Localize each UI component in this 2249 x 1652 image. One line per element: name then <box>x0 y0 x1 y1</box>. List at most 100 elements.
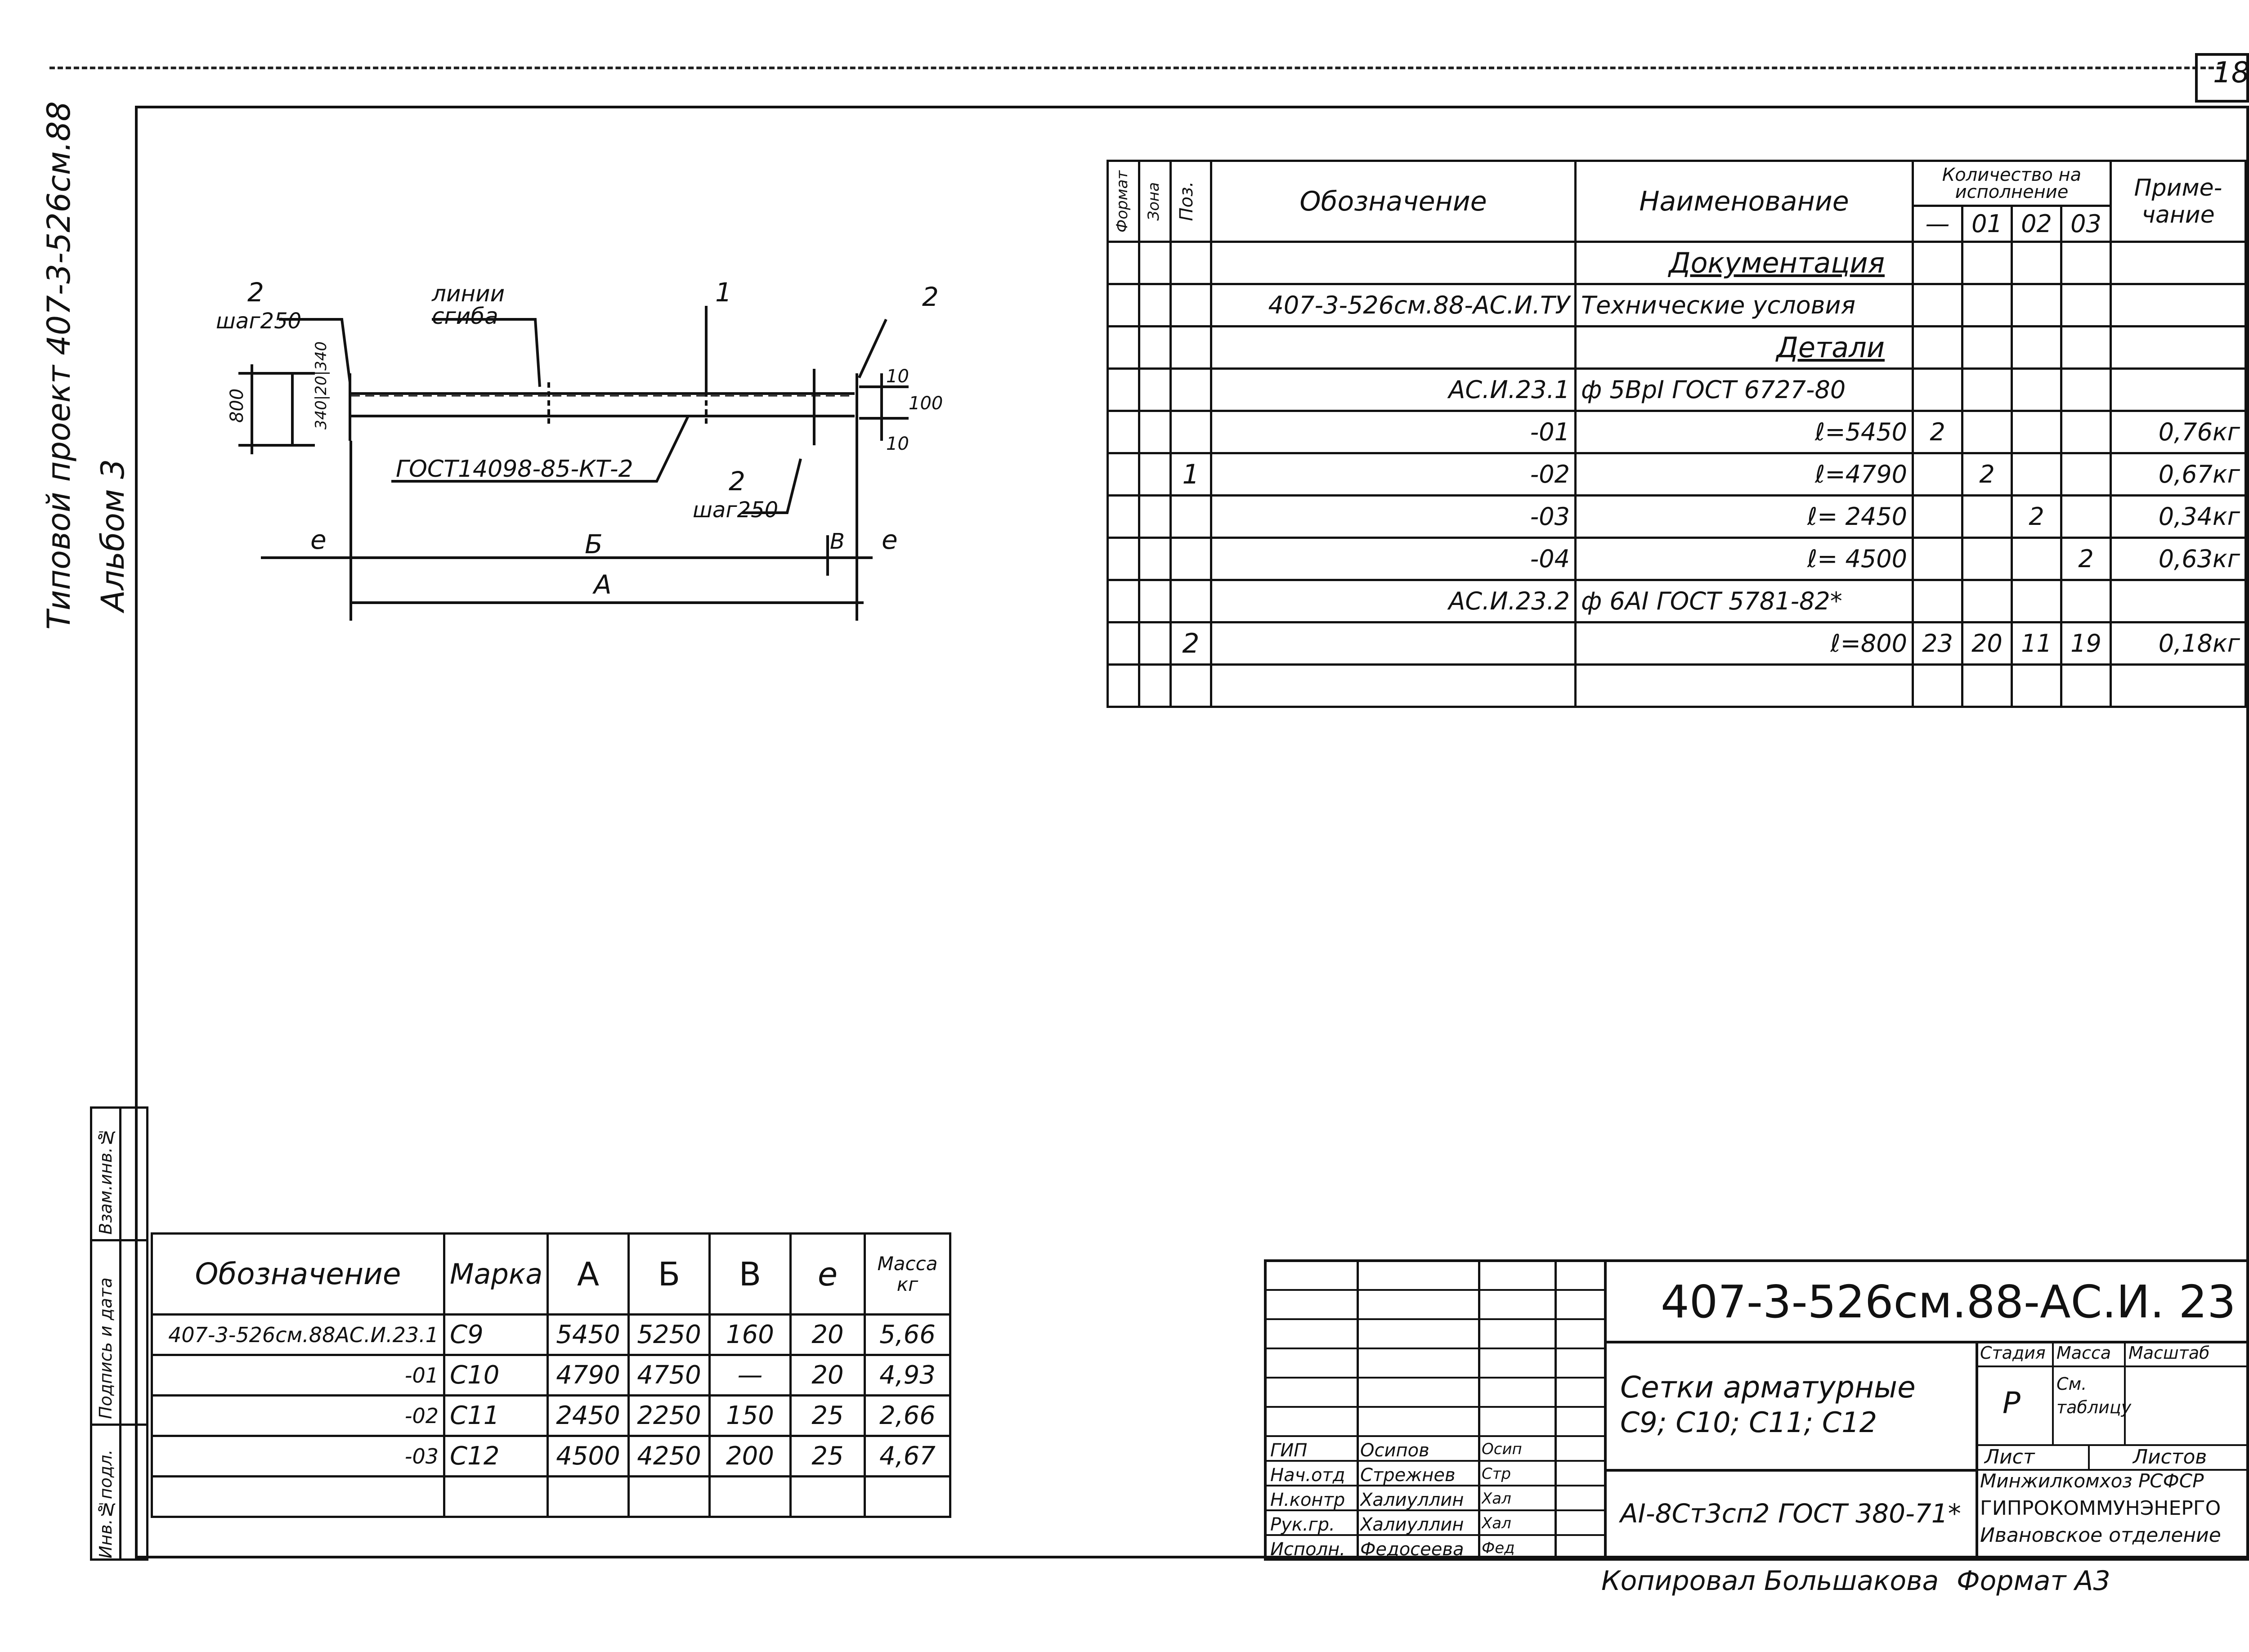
signature-role: ГИП <box>1270 1440 1308 1461</box>
signature-name: Осипов <box>1360 1440 1429 1461</box>
marks-cell: 4790 <box>547 1354 630 1397</box>
spec-cell-pos <box>1169 410 1212 454</box>
header-zone: Зона <box>1138 160 1172 243</box>
spec-cell-name: ф 6АI ГОСТ 5781-82* <box>1574 579 1914 623</box>
marks-cell: 407-3-526см.88АС.И.23.1 <box>151 1313 445 1356</box>
spec-cell-pos: 1 <box>1169 452 1212 497</box>
spec-cell-qty-3 <box>2060 579 2112 623</box>
spec-cell-designation <box>1210 325 1577 370</box>
spec-cell-note <box>2110 325 2247 370</box>
spec-cell-qty-2 <box>2011 537 2062 581</box>
header-pos: Поз. <box>1169 160 1212 243</box>
marks-cell <box>708 1475 792 1518</box>
spec-cell-qty-0 <box>1912 367 1963 412</box>
spec-cell-qty-0: 2 <box>1912 410 1963 454</box>
spec-cell-name: Документация <box>1574 241 1914 285</box>
main-frame <box>135 106 2249 1558</box>
spec-cell-zone <box>1138 410 1172 454</box>
project-title: Типовой проект 407-3-526см.88 <box>40 101 77 630</box>
spec-cell-qty-0 <box>1912 537 1963 581</box>
spec-cell-qty-2 <box>2011 283 2062 327</box>
spec-cell-zone <box>1138 494 1172 539</box>
spec-cell-format <box>1107 537 1140 581</box>
spec-cell-zone <box>1138 621 1172 666</box>
title-line2: С9; С10; С11; С12 <box>1620 1406 1877 1439</box>
header-note: Приме-чание <box>2110 160 2247 243</box>
spec-cell-pos <box>1169 494 1212 539</box>
marks-row <box>151 1475 951 1518</box>
spec-cell-name: ф 5ВрI ГОСТ 6727-80 <box>1574 367 1914 412</box>
label-1: 1 <box>715 277 732 308</box>
spec-cell-qty-3: 19 <box>2060 621 2112 666</box>
stage-label: Стадия <box>1980 1343 2046 1363</box>
mass-label: Масса <box>2056 1343 2111 1363</box>
signature-sign: Фед <box>1482 1539 1515 1557</box>
spec-table: Формат Зона Поз. Обозначение Наименовани… <box>1107 160 2247 708</box>
marks-cell: 5450 <box>547 1313 630 1356</box>
dim-e-right: е <box>882 524 898 555</box>
marks-cell: 4500 <box>547 1435 630 1477</box>
spec-cell-qty-1: 2 <box>1961 452 2013 497</box>
spec-cell-name: Детали <box>1574 325 1914 370</box>
spec-cell-qty-0 <box>1912 579 1963 623</box>
marks-header-A: А <box>547 1232 630 1316</box>
spec-cell-qty-2 <box>2011 325 2062 370</box>
spec-cell-note: 0,67кг <box>2110 452 2247 497</box>
spec-cell-name <box>1574 663 1914 708</box>
step-left: шаг250 <box>216 309 301 334</box>
spec-cell-note: 0,63кг <box>2110 537 2247 581</box>
spec-cell-qty-1 <box>1961 410 2013 454</box>
sheet-label: Лист <box>1985 1446 2035 1468</box>
mass-value: См. таблицу <box>2056 1374 2132 1417</box>
material: АI-8Ст3сп2 ГОСТ 380-71* <box>1620 1498 1961 1529</box>
signature-name: Стрежнев <box>1360 1465 1456 1486</box>
spec-cell-qty-3 <box>2060 367 2112 412</box>
spec-cell-designation: -01 <box>1210 410 1577 454</box>
spec-cell-qty-2: 2 <box>2011 494 2062 539</box>
vzam-inv-label: Взам.инв.№ <box>96 1127 116 1235</box>
spec-cell-pos: 2 <box>1169 621 1212 666</box>
sheet-number: 18 <box>2213 56 2249 90</box>
spec-cell-format <box>1107 452 1140 497</box>
spec-cell-qty-2 <box>2011 241 2062 285</box>
spec-row <box>1107 663 2247 708</box>
spec-cell-qty-3 <box>2060 494 2112 539</box>
spec-cell-qty-0: 23 <box>1912 621 1963 666</box>
dim-V: В <box>830 529 845 554</box>
spec-cell-format <box>1107 579 1140 623</box>
spec-cell-format <box>1107 367 1140 412</box>
spec-cell-pos <box>1169 663 1212 708</box>
org-line2: ГИПРОКОММУНЭНЕРГО <box>1980 1497 2221 1520</box>
marks-cell: 2450 <box>547 1394 630 1437</box>
marks-table: Обозначение Марка А Б В е Масса кг 407-3… <box>151 1232 951 1518</box>
marks-cell <box>789 1475 866 1518</box>
spec-cell-qty-2 <box>2011 367 2062 412</box>
spec-cell-note: 0,18кг <box>2110 621 2247 666</box>
spec-cell-zone <box>1138 663 1172 708</box>
signature-name: Халиуллин <box>1360 1490 1464 1510</box>
spec-cell-designation: -03 <box>1210 494 1577 539</box>
spec-cell-qty-3 <box>2060 663 2112 708</box>
mesh-drawing: 2 шаг250 линии сгиба 1 2 800 340|20|340 … <box>216 277 943 621</box>
marks-cell <box>547 1475 630 1518</box>
spec-cell-qty-1 <box>1961 325 2013 370</box>
spec-cell-note <box>2110 663 2247 708</box>
spec-cell-qty-0 <box>1912 452 1963 497</box>
spec-row: Документация <box>1107 241 2247 285</box>
marks-cell: 25 <box>789 1435 866 1477</box>
marks-cell <box>443 1475 549 1518</box>
format-label: Формат А3 <box>1957 1565 2110 1597</box>
signature-sign: Хал <box>1482 1514 1511 1532</box>
spec-cell-qty-1 <box>1961 283 2013 327</box>
copied-by: Копировал Большакова <box>1601 1565 1939 1597</box>
spec-cell-pos <box>1169 579 1212 623</box>
sheets-label: Листов <box>2133 1446 2207 1468</box>
marks-header-e: е <box>789 1232 866 1316</box>
